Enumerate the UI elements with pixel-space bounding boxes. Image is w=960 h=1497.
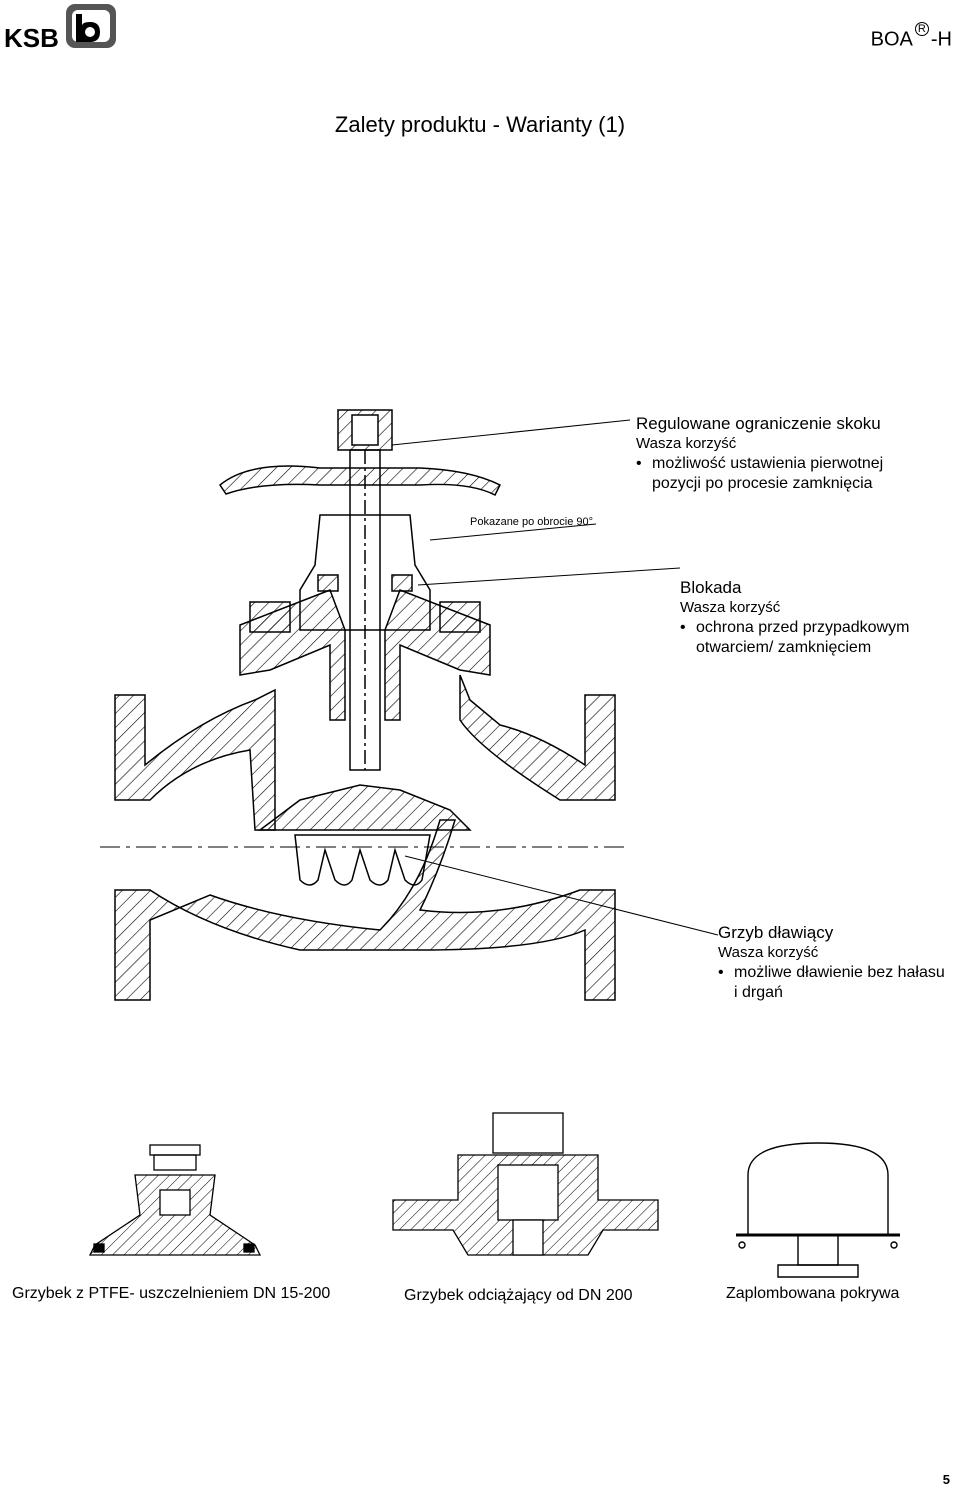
callout-benefit-label: Wasza korzyść <box>636 435 737 452</box>
callout-heading: Grzyb dławiący <box>718 923 834 942</box>
rotation-note: Pokazane po obrocie 90° <box>470 516 594 528</box>
sealed-cover-drawing <box>728 1135 908 1285</box>
page-number: 5 <box>942 1472 950 1487</box>
callout-lock: Blokada Wasza korzyść ochrona przed przy… <box>680 578 930 658</box>
model-prefix: BOA <box>870 28 913 51</box>
ptfe-disc-drawing <box>80 1140 270 1260</box>
callout-benefit-label: Wasza korzyść <box>718 944 819 961</box>
callout-throttle-plug: Grzyb dławiący Wasza korzyść możliwe dła… <box>718 923 948 1003</box>
ksb-logo: KSB <box>2 0 120 56</box>
callout-heading: Blokada <box>680 578 742 597</box>
valve-cross-section-drawing <box>0 390 960 1030</box>
callout-stroke-limiter: Regulowane ograniczenie skoku Wasza korz… <box>636 414 936 494</box>
callout-heading: Regulowane ograniczenie skoku <box>636 414 881 433</box>
caption-ptfe-disc: Grzybek z PTFE- uszczelnieniem DN 15-200 <box>12 1285 331 1302</box>
page-title: Zalety produktu - Warianty (1) <box>334 112 626 137</box>
callout-bullet: ochrona przed przypadkowym otwarciem/ za… <box>680 618 930 658</box>
caption-balanced-disc: Grzybek odciążający od DN 200 <box>404 1287 633 1304</box>
callout-bullets: możliwość ustawienia pierwotnej pozycji … <box>636 454 936 494</box>
ksb-logo-text: KSB <box>4 23 59 53</box>
callout-bullet: możliwe dławienie bez hałasu i drgań <box>718 963 948 1003</box>
callout-bullets: ochrona przed przypadkowym otwarciem/ za… <box>680 618 930 658</box>
model-suffix: -H <box>930 28 952 51</box>
registered-mark: R <box>914 22 929 36</box>
callout-benefit-label: Wasza korzyść <box>680 599 781 616</box>
callout-bullet: możliwość ustawienia pierwotnej pozycji … <box>636 454 936 494</box>
balanced-disc-drawing <box>388 1105 668 1265</box>
callout-bullets: możliwe dławienie bez hałasu i drgań <box>718 963 948 1003</box>
caption-sealed-cover: Zaplombowana pokrywa <box>726 1285 900 1302</box>
